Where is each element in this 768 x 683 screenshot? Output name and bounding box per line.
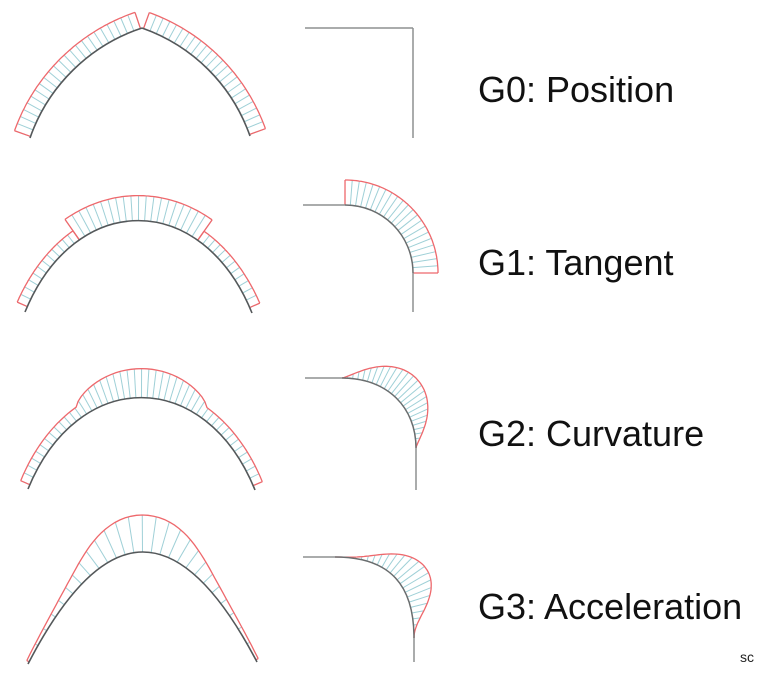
comb-endcap — [249, 302, 261, 309]
watermark-text: sc — [740, 649, 754, 665]
comb-envelope — [335, 553, 432, 639]
g3-right-diagram — [303, 553, 432, 662]
comb-endcap — [14, 130, 31, 138]
comb-endcap — [142, 12, 150, 29]
comb-envelope — [64, 194, 213, 221]
curvature-comb — [335, 553, 432, 639]
comb-endcap — [134, 12, 142, 29]
base-curve — [344, 204, 414, 274]
curvature-comb — [26, 514, 259, 663]
base-curve — [27, 396, 256, 491]
comb-endcap — [20, 480, 31, 486]
row-label-g3: G3: Acceleration — [478, 586, 743, 627]
base-curve — [334, 556, 415, 639]
base-curve — [141, 27, 251, 137]
curvature-comb — [197, 230, 261, 309]
comb-endcap — [249, 128, 266, 136]
comb-envelope — [203, 230, 261, 304]
base-curve — [24, 219, 253, 314]
base-curve — [341, 377, 417, 449]
row-label-g0: G0: Position — [478, 69, 675, 110]
comb-endcap — [252, 481, 263, 487]
comb-endcap — [197, 230, 205, 241]
curvature-comb — [142, 11, 267, 136]
curvature-comb — [341, 365, 429, 449]
g0-right-diagram — [305, 27, 414, 138]
comb-envelope — [20, 367, 263, 482]
base-curve — [29, 27, 143, 139]
g3-left-diagram — [26, 514, 259, 665]
g2-right-diagram — [305, 365, 429, 490]
row-label-g1: G1: Tangent — [478, 242, 674, 283]
g0-left-diagram — [13, 11, 267, 139]
comb-envelope — [149, 11, 267, 129]
comb-envelope — [16, 230, 74, 303]
g1-left-diagram — [16, 194, 261, 314]
base-curve — [27, 551, 258, 665]
curvature-comb — [16, 230, 80, 308]
g1-right-diagram — [303, 179, 439, 312]
comb-endcap — [16, 301, 28, 308]
g2-left-diagram — [20, 367, 263, 491]
curvature-comb — [64, 194, 213, 241]
comb-envelope — [26, 514, 259, 661]
curvature-comb — [20, 367, 263, 487]
row-label-g2: G2: Curvature — [478, 413, 705, 454]
comb-envelope — [341, 365, 429, 449]
comb-envelope — [13, 11, 136, 131]
comb-envelope — [345, 179, 439, 273]
curvature-comb — [13, 11, 142, 138]
comb-endcap — [64, 219, 80, 241]
curvature-comb — [344, 179, 439, 274]
